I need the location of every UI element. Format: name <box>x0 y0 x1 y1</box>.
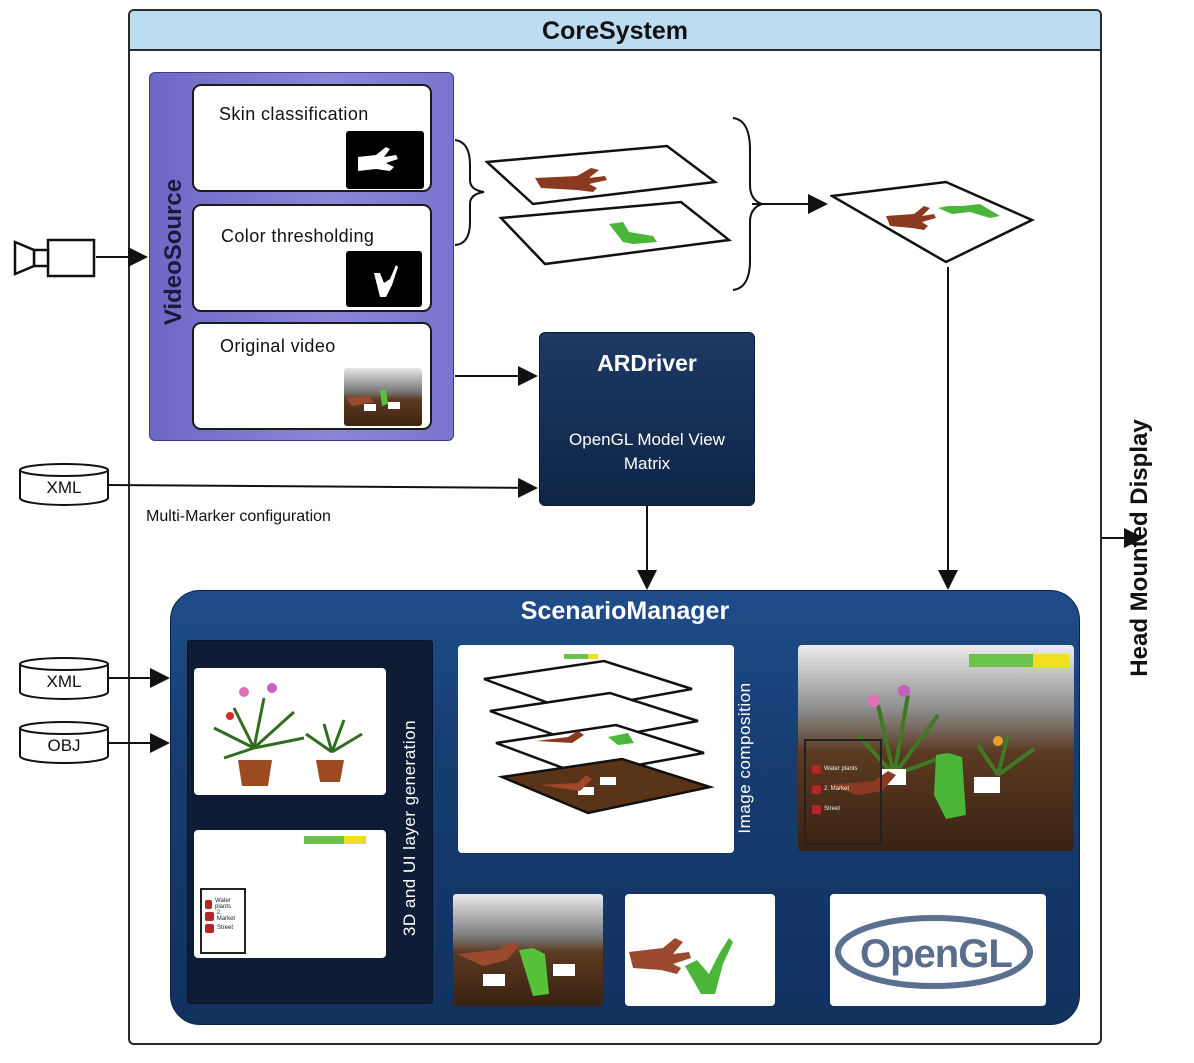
skin-classification-panel: Skin classification <box>192 84 432 192</box>
layer-planes <box>485 144 733 266</box>
layer-stack-render <box>458 645 734 853</box>
final-hud-yellow <box>1033 654 1069 667</box>
ui-layer-render: Water plants 2. Market Street <box>194 830 386 958</box>
camera-icon <box>13 238 96 278</box>
xml-scenario-cylinder-icon <box>19 657 109 700</box>
multi-marker-caption: Multi-Marker configuration <box>146 508 331 525</box>
plants-3d-render <box>194 668 386 795</box>
skin-mask-thumbnail <box>346 131 424 189</box>
hud-progress-green <box>304 836 344 844</box>
left-brace <box>454 139 485 246</box>
final-composite-render: Water plants 2. Market Street <box>798 645 1074 851</box>
ui-menu: Water plants 2. Market Street <box>200 888 246 954</box>
final-ui-menu: Water plants 2. Market Street <box>804 739 882 845</box>
obj-cylinder-icon <box>19 721 109 764</box>
threshold-layer-plane <box>498 200 733 266</box>
head-mounted-display-label: Head Mounted Display <box>1126 419 1153 677</box>
rendered-objects-thumbnail <box>625 894 775 1006</box>
core-system-title: CoreSystem <box>130 11 1100 51</box>
final-menu-item-street: Street <box>812 803 874 815</box>
original-video-label: Original video <box>220 336 336 356</box>
composite-plane <box>830 180 1035 264</box>
opengl-logo-text: OpenGL <box>860 932 1013 976</box>
video-layer-thumbnail <box>453 894 603 1006</box>
skin-layer-plane <box>485 144 719 206</box>
image-composition-label: Image composition <box>735 682 754 834</box>
threshold-mask-thumbnail <box>346 251 422 307</box>
color-thresholding-label: Color thresholding <box>221 226 375 246</box>
obj-label: OBJ <box>47 736 81 755</box>
original-video-panel: Original video <box>192 322 432 430</box>
xml-scenario-label: XML <box>46 672 82 691</box>
menu-item-water-plants: Water plants <box>205 898 241 910</box>
color-thresholding-panel: Color thresholding <box>192 204 432 312</box>
menu-item-market: 2. Market <box>205 910 241 922</box>
model-view-matrix-label: OpenGL Model View Matrix <box>569 430 725 473</box>
final-menu-item-market: 2. Market <box>812 783 874 795</box>
xml-to-ardriver-arrow <box>105 477 538 498</box>
final-hud-green <box>969 654 1033 667</box>
hud-progress-yellow <box>344 836 366 844</box>
menu-item-street: Street <box>205 922 241 934</box>
opengl-logo: OpenGL <box>830 894 1046 1006</box>
right-brace <box>732 117 766 291</box>
layer-generation-label: 3D and UI layer generation <box>400 719 419 937</box>
ardriver-block <box>539 332 755 506</box>
skin-classification-label: Skin classification <box>219 104 369 124</box>
xml-marker-cylinder-icon <box>19 463 109 506</box>
ardriver-title: ARDriver <box>597 350 697 376</box>
scenario-manager-title: ScenarioManager <box>520 597 730 625</box>
original-video-thumbnail <box>344 368 422 426</box>
xml-marker-label: XML <box>46 478 82 497</box>
final-menu-item-water-plants: Water plants <box>812 763 874 775</box>
